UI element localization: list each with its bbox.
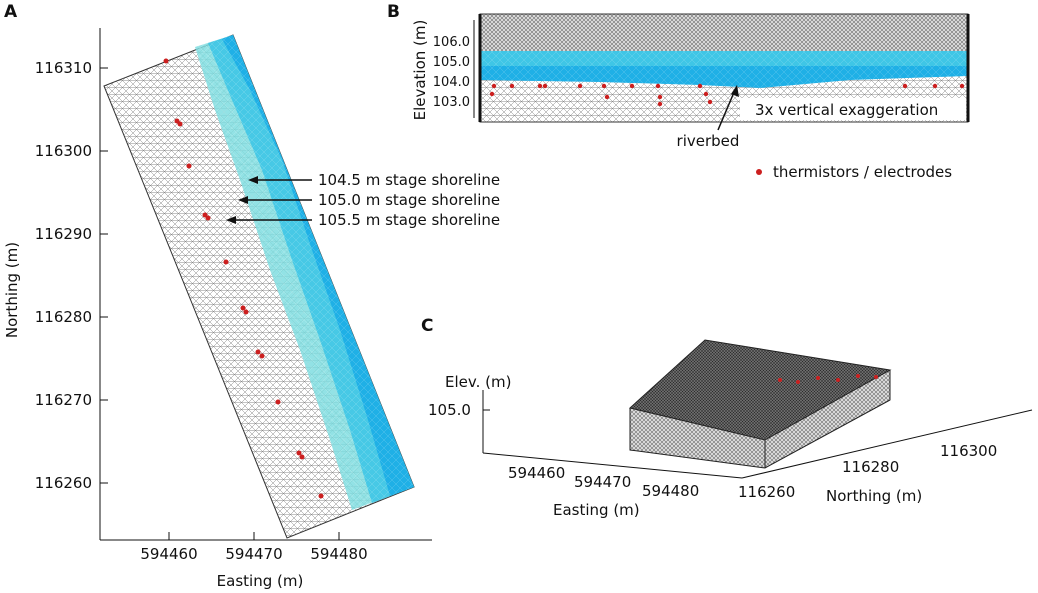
legend-label: thermistors / electrodes [773,163,952,181]
easting-tick: 594460 [508,464,565,482]
elev-tick: 105.0 [428,401,471,419]
y-tick-label: 116270 [35,391,92,409]
y-tick-label: 116300 [35,142,92,160]
panel-c-axes [482,390,1033,479]
panel-a-y-ticks: 116310 116300 116290 116280 116270 11626… [35,59,108,492]
northing-tick: 116260 [738,483,795,501]
x-tick-label: 594470 [225,545,282,563]
panel-a-sensors [163,58,324,499]
panel-c-block [628,339,892,469]
legend-sensor-marker [756,169,762,175]
b-y-tick-label: 103.0 [433,95,470,110]
b-y-tick-label: 106.0 [433,35,470,50]
elev-label: Elev. (m) [445,373,511,391]
panel-a-annotations: 104.5 m stage shoreline 105.0 m stage sh… [226,171,500,229]
annotation-105-0: 105.0 m stage shoreline [318,191,500,209]
exaggeration-note: 3x vertical exaggeration [755,101,938,119]
panel-b-section [478,13,970,123]
annotation-104-5: 104.5 m stage shoreline [318,171,500,189]
b-y-tick-label: 105.0 [433,55,470,70]
y-tick-label: 116280 [35,308,92,326]
b-y-tick-label: 104.0 [433,75,470,90]
easting-tick: 594470 [574,473,631,491]
y-tick-label: 116310 [35,59,92,77]
panel-c-northing-ticks: 116260 116280 116300 [738,442,997,501]
x-tick-label: 594480 [310,545,367,563]
exaggeration-box [740,98,966,120]
y-tick-label: 116290 [35,225,92,243]
northing-tick: 116300 [940,442,997,460]
northing-tick: 116280 [842,458,899,476]
panel-a-ylabel: Northing (m) [3,242,21,338]
panel-c-easting-ticks: 594460 594470 594480 [508,464,699,500]
riverbed-pointer [717,85,739,131]
panel-b-y-ticks: 106.0 105.0 104.0 103.0 [433,20,475,118]
easting-label: Easting (m) [553,501,640,519]
panel-c-sensors [778,374,878,384]
panel-a-xlabel: Easting (m) [217,572,304,590]
panel-b-sensors [489,83,965,107]
panel-label-a: A [4,2,18,22]
y-tick-label: 116260 [35,474,92,492]
panel-a-x-ticks: 594460 594470 594480 [140,532,368,563]
panel-label-c: C [421,316,433,336]
panel-a-axes [99,28,432,541]
x-tick-label: 594460 [140,545,197,563]
northing-label: Northing (m) [826,487,922,505]
riverbed-label: riverbed [677,132,740,150]
panel-a-mesh [103,34,415,539]
easting-tick: 594480 [642,482,699,500]
panel-b-ylabel: Elevation (m) [411,20,429,121]
annotation-105-5: 105.5 m stage shoreline [318,211,500,229]
panel-label-b: B [387,2,400,22]
